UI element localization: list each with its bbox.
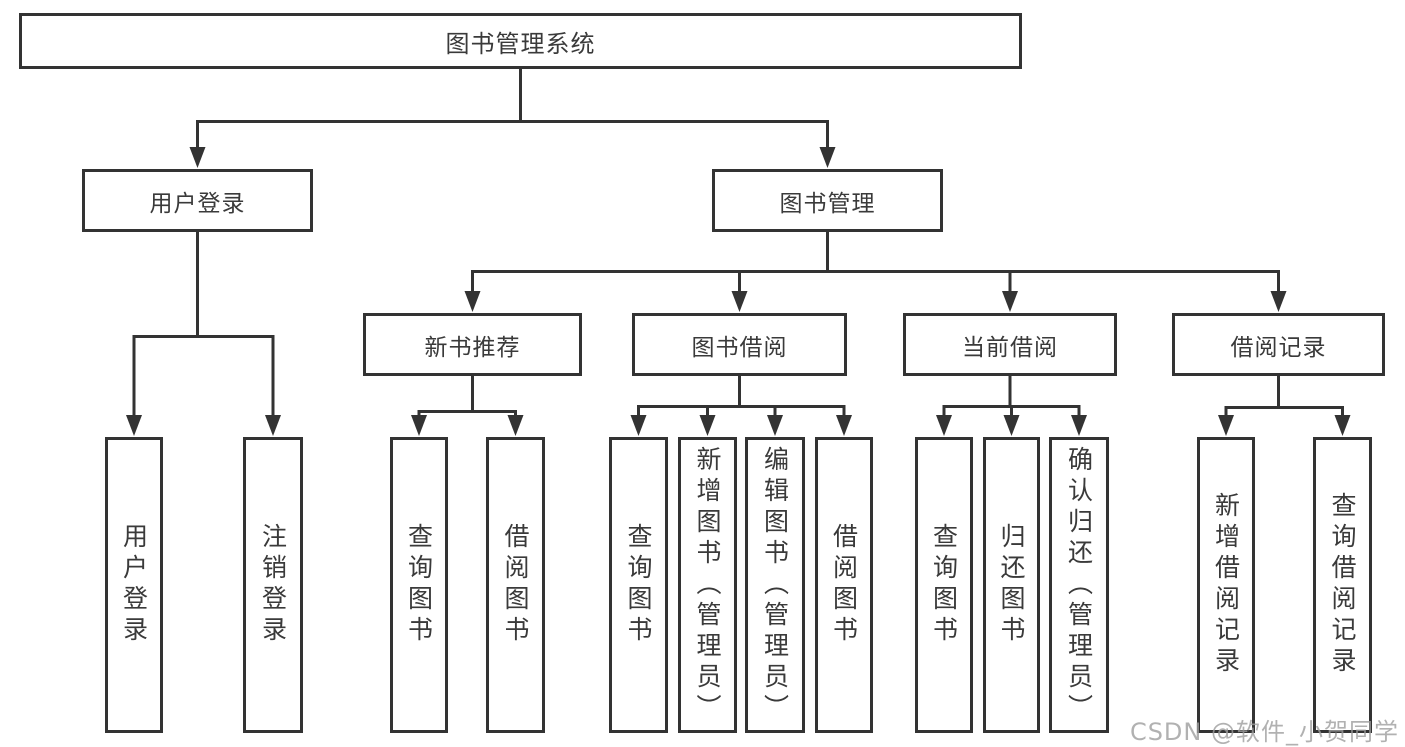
- leaf-query-books-current: 查询图书: [915, 437, 973, 733]
- node-root-library-system: 图书管理系统: [19, 13, 1022, 69]
- leaf-query-books-recommend: 查询图书: [390, 437, 448, 733]
- leaf-return-books: 归还图书: [983, 437, 1040, 733]
- leaf-borrow-books: 借阅图书: [815, 437, 873, 733]
- arrowhead-icons: [126, 147, 1351, 436]
- leaf-add-books-admin: 新增图书（管理员）: [678, 437, 737, 733]
- leaf-query-books-borrow: 查询图书: [609, 437, 668, 733]
- node-book-borrow: 图书借阅: [632, 313, 847, 376]
- leaf-edit-books-admin: 编辑图书（管理员）: [745, 437, 805, 733]
- node-new-book-recommend: 新书推荐: [363, 313, 582, 376]
- node-borrow-record: 借阅记录: [1172, 313, 1385, 376]
- node-user-login: 用户登录: [82, 169, 313, 232]
- leaf-logout: 注销登录: [243, 437, 303, 733]
- leaf-query-borrow-record: 查询借阅记录: [1313, 437, 1372, 733]
- node-current-borrow: 当前借阅: [903, 313, 1117, 376]
- leaf-add-borrow-record: 新增借阅记录: [1197, 437, 1255, 733]
- csdn-watermark: CSDN @软件_小贺同学: [1129, 718, 1399, 746]
- leaf-borrow-books-recommend: 借阅图书: [486, 437, 545, 733]
- leaf-user-login: 用户登录: [105, 437, 163, 733]
- node-book-management: 图书管理: [712, 169, 943, 232]
- leaf-confirm-return-admin: 确认归还（管理员）: [1049, 437, 1109, 733]
